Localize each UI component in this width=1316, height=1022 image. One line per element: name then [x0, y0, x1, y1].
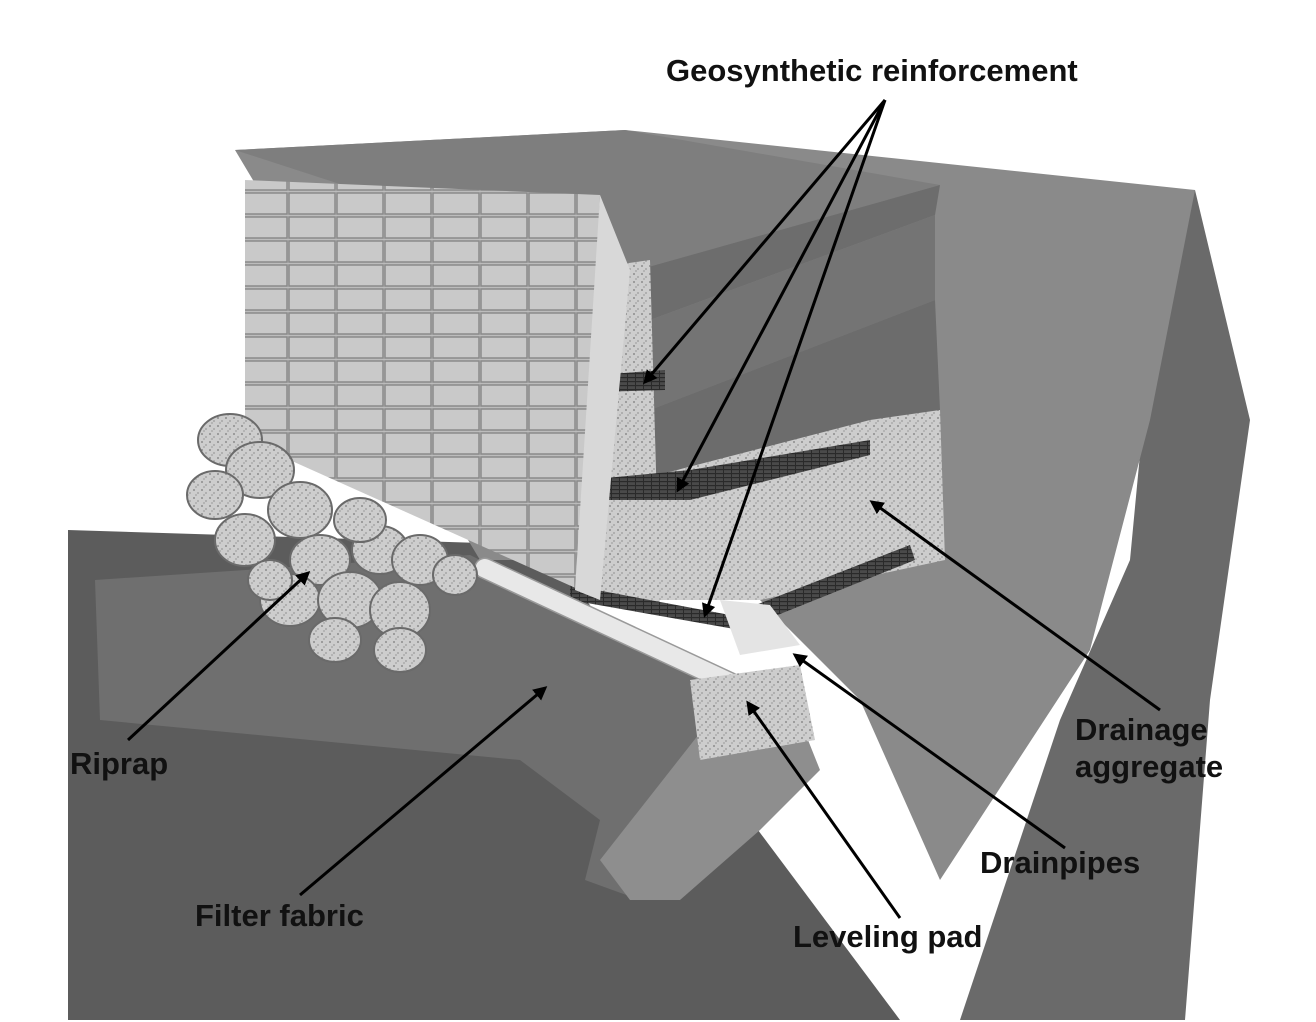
riprap-stones: [186, 413, 478, 673]
label-drainpipes: Drainpipes: [980, 845, 1141, 880]
ground-surface: [95, 555, 740, 900]
arrow-geosynthetic-3: [702, 99, 887, 618]
arrow-geosynthetic-2: [676, 99, 887, 493]
label-drainage-aggregate-line2: aggregate: [1075, 749, 1224, 784]
label-filter-fabric: Filter fabric: [195, 898, 364, 933]
block-wall-face: [245, 180, 600, 590]
wall-edge: [575, 195, 630, 600]
geogrid-band-3: [570, 545, 915, 630]
reinforced-fill-layer-3: [650, 300, 940, 500]
label-geosynthetic-reinforcement: Geosynthetic reinforcement: [666, 53, 1078, 88]
ground-right-face: [900, 190, 1250, 1020]
toe-trench: [600, 705, 820, 900]
drainpipe-end: [720, 600, 800, 655]
label-leveling-pad: Leveling pad: [793, 919, 983, 954]
leader-arrows: [126, 99, 1161, 919]
arrow-filter-fabric: [299, 686, 548, 897]
arrow-drainpipes: [792, 653, 1066, 850]
reinforced-fill-layer-1: [620, 185, 940, 320]
arrow-drainage-aggregate: [869, 500, 1161, 712]
reinforced-fill-layer-2: [650, 215, 935, 410]
label-drainage-aggregate: Drainage aggregate: [1075, 711, 1223, 785]
label-riprap: Riprap: [70, 746, 169, 781]
arrow-geosynthetic-1: [643, 99, 887, 385]
label-drainage-aggregate-line1: Drainage: [1075, 712, 1208, 747]
arrow-riprap: [126, 570, 311, 742]
arrow-leveling-pad: [746, 700, 902, 919]
geogrid-band-2: [585, 440, 870, 500]
